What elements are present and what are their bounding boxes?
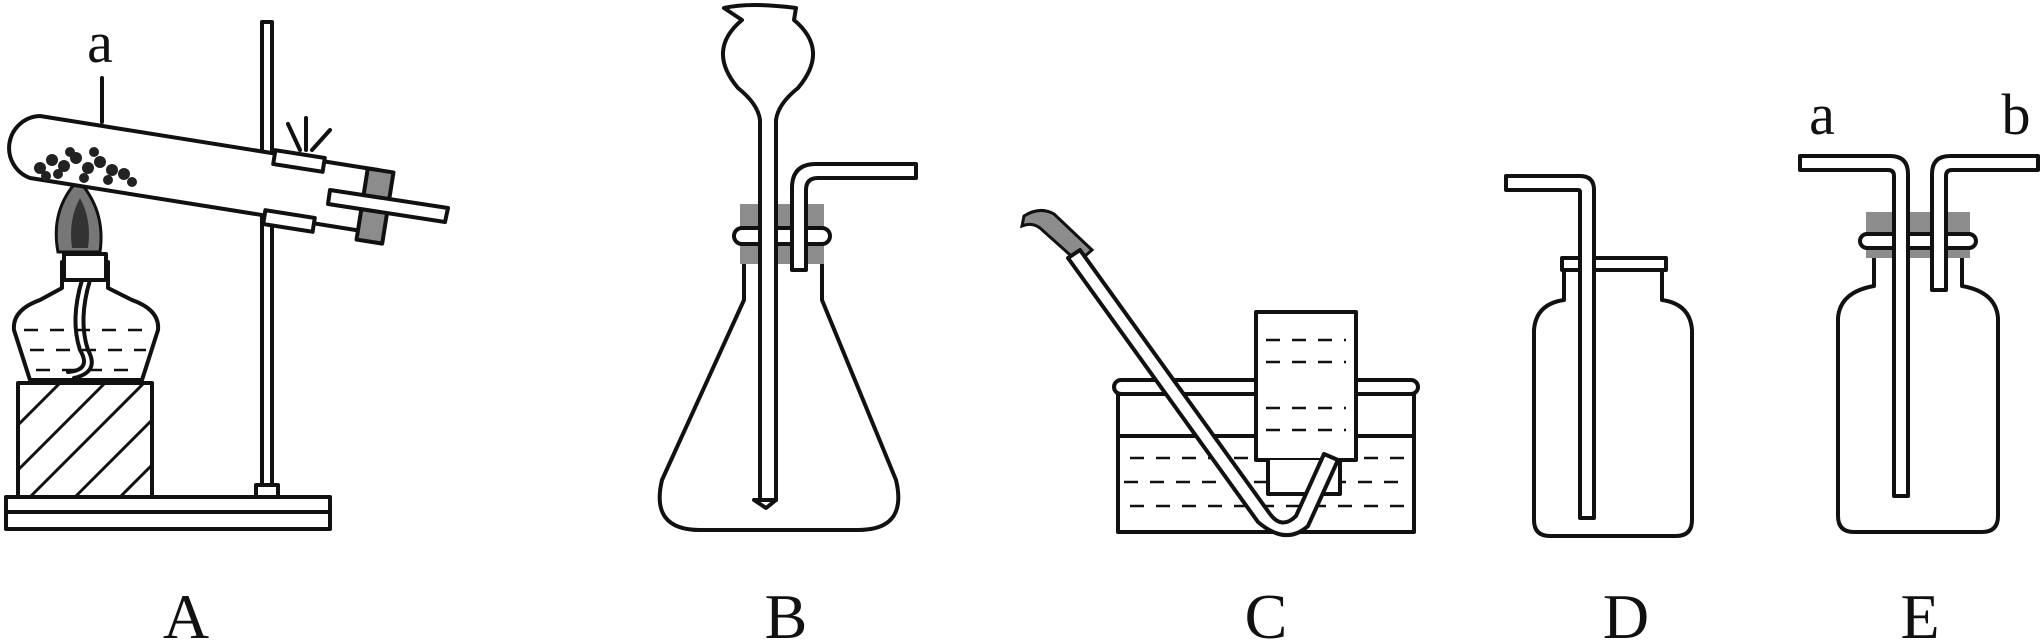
e-bottle <box>1836 252 2000 534</box>
gas-jar-water <box>1266 338 1346 432</box>
apparatus-a: a A <box>4 10 450 641</box>
e-stopper-ring <box>1858 232 1978 250</box>
apparatus-c: C <box>1019 209 1420 641</box>
tube-label-a: a <box>87 10 113 75</box>
conical-flask <box>657 246 901 532</box>
outlet-tube <box>326 188 450 224</box>
apparatus-label-a: A <box>163 581 209 641</box>
d-glass-plate <box>1560 256 1668 272</box>
stand-rod-foot <box>254 483 280 499</box>
inlet-label-a: a <box>1809 82 1835 147</box>
powder <box>34 147 137 187</box>
apparatus-e: a b E <box>1798 82 2040 641</box>
flame-inner <box>71 198 89 248</box>
delivery-tube <box>790 162 918 272</box>
apparatus-label-d: D <box>1603 581 1649 641</box>
lamp-wick <box>66 278 86 374</box>
lamp-neck <box>62 252 108 282</box>
d-bottle <box>1532 268 1694 538</box>
clamp-screw <box>286 116 332 152</box>
lamp-wick-2 <box>72 278 94 380</box>
e-inlet-tube <box>1798 154 1910 498</box>
outlet-label-b: b <box>2002 82 2031 147</box>
clamp-upper <box>271 148 327 174</box>
thistle-funnel <box>721 3 815 502</box>
flask-stopper-ring <box>732 226 832 246</box>
stand-rod <box>260 20 274 499</box>
test-tube <box>7 114 380 234</box>
c-delivery-tube <box>1066 248 1340 537</box>
apparatus-label-b: B <box>765 581 808 641</box>
apparatus-b: B <box>657 3 918 641</box>
apparatus-d: D <box>1504 174 1694 641</box>
clamp-lower <box>261 208 317 234</box>
gas-jar <box>1254 310 1358 462</box>
wooden-block-hatching <box>16 381 154 499</box>
apparatus-label-e: E <box>1900 581 1939 641</box>
e-outlet-tube <box>1930 154 2040 292</box>
apparatus-label-c: C <box>1245 581 1288 641</box>
d-long-tube <box>1504 174 1596 520</box>
